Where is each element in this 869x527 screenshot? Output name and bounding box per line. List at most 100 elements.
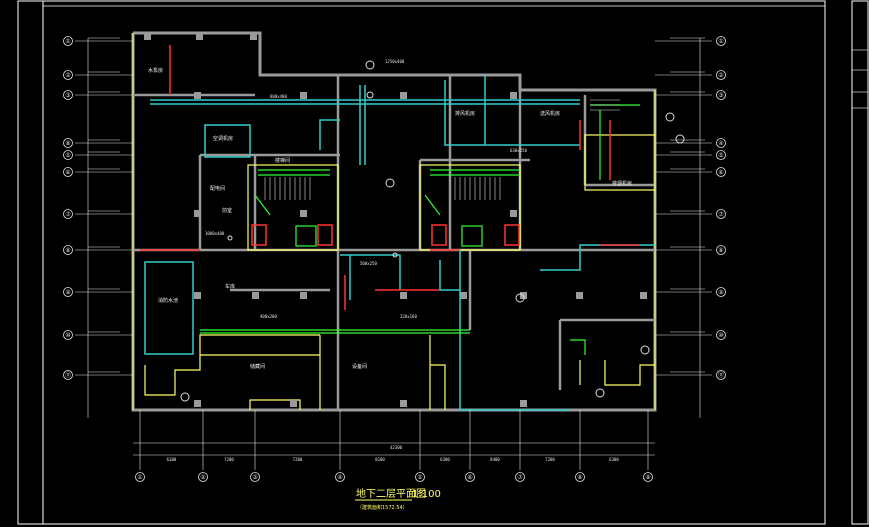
dimension-label: 7200 bbox=[293, 457, 303, 462]
axis-bubble bbox=[63, 287, 73, 297]
axis-bubble-label: ② bbox=[200, 474, 206, 481]
duct-label: 500x250 bbox=[360, 261, 377, 266]
dimension-label: 7200 bbox=[224, 457, 234, 462]
axis-bubble bbox=[63, 90, 73, 100]
axis-bubble-label: ⑧ bbox=[65, 140, 70, 147]
duct-label: 1250x400 bbox=[385, 59, 405, 64]
axis-bubble-label: ⑧ bbox=[718, 247, 723, 254]
title-block-border bbox=[851, 0, 869, 525]
axis-bubble bbox=[716, 245, 726, 255]
axis-bubble bbox=[716, 167, 726, 177]
room-label: 前室 bbox=[222, 207, 232, 214]
left-margin-border bbox=[17, 0, 44, 525]
dimension-label: 8100 bbox=[375, 457, 385, 462]
axis-bubble bbox=[135, 472, 145, 482]
dimension-label: 6300 bbox=[167, 457, 177, 462]
axis-bubble-label: ⑨ bbox=[718, 289, 723, 296]
room-labels: 水泵房 空调机房 配电间 排风机房 送风机房 楼梯间 前室 车库 消防水池 储藏… bbox=[148, 67, 632, 370]
axis-bubble-label: ③ bbox=[252, 474, 257, 481]
building-outline bbox=[131, 31, 657, 412]
axis-bubble bbox=[465, 472, 475, 482]
axis-bubble-label: ① bbox=[65, 38, 70, 45]
axis-bubble bbox=[63, 209, 73, 219]
axis-bubble-label: ③ bbox=[65, 92, 70, 99]
yellow-walls bbox=[144, 134, 656, 410]
dimension-label: 7200 bbox=[545, 457, 555, 462]
dimension-label: 6300 bbox=[609, 457, 619, 462]
room-label: 排风机房 bbox=[455, 110, 475, 117]
structural-columns bbox=[144, 33, 647, 407]
axis-bubble-label: ⑧ bbox=[65, 247, 70, 254]
axis-bubble bbox=[63, 330, 73, 340]
axis-bubble bbox=[716, 36, 726, 46]
axis-bubble-label: ④ bbox=[718, 140, 723, 147]
room-label: 车库 bbox=[225, 283, 235, 290]
axis-bubble-label: ⑦ bbox=[65, 211, 71, 218]
axis-bubble-label: ⑨ bbox=[645, 474, 650, 481]
axis-bubble-label: ① bbox=[137, 474, 142, 481]
drawing-subnote: （建筑面积1572.54） bbox=[357, 504, 408, 511]
axis-bubble-label: ④ bbox=[337, 474, 342, 481]
duct-runs bbox=[144, 75, 655, 411]
axis-bubble-label: ⑧ bbox=[577, 474, 582, 481]
axis-bubble bbox=[335, 472, 345, 482]
axis-bubble-label: ⑩ bbox=[65, 332, 70, 339]
stair-hatch bbox=[264, 99, 620, 200]
title-block-ticks bbox=[852, 49, 868, 109]
axis-bubble-label: ① bbox=[718, 38, 723, 45]
room-label: 配电间 bbox=[210, 185, 225, 192]
pipe-runs bbox=[200, 104, 640, 355]
fixture-circles bbox=[180, 60, 685, 402]
axis-bubble bbox=[63, 70, 73, 80]
room-label: 排烟机房 bbox=[612, 180, 632, 187]
total-dimension: 42300 bbox=[390, 445, 403, 450]
axis-bubble-label: ② bbox=[718, 72, 724, 79]
axis-bubble bbox=[63, 167, 73, 177]
room-label: 空调机房 bbox=[213, 135, 233, 142]
axis-bubble-label: ⑦ bbox=[718, 211, 724, 218]
room-label: 水泵房 bbox=[148, 67, 163, 74]
room-label: 储藏间 bbox=[250, 363, 265, 370]
duct-labels: 1250x400 800x400 630x250 500x250 400x200… bbox=[205, 59, 527, 319]
axis-bubble bbox=[250, 472, 260, 482]
axis-bubble bbox=[716, 287, 726, 297]
axis-bubble-label: ③ bbox=[718, 92, 723, 99]
duct-label: 1000x400 bbox=[205, 231, 225, 236]
axis-bubble-label: ⑦ bbox=[517, 474, 523, 481]
axis-bubble bbox=[716, 209, 726, 219]
axis-bubble bbox=[716, 150, 726, 160]
red-lines bbox=[140, 45, 640, 310]
axis-bubble-label: ⑪ bbox=[718, 371, 724, 379]
axis-bubble-label: ⑪ bbox=[65, 371, 71, 379]
axis-bubble bbox=[716, 70, 726, 80]
drawing-title-text: 地下二层平面图 bbox=[356, 487, 426, 500]
axis-bubble bbox=[716, 370, 726, 380]
axis-bubble-label: ⑥ bbox=[467, 474, 472, 481]
axis-bubble bbox=[716, 330, 726, 340]
axis-bubble bbox=[63, 150, 73, 160]
axis-bubble-label: ⑨ bbox=[65, 289, 70, 296]
dimension-label: 8400 bbox=[490, 457, 500, 462]
room-label: 消防水池 bbox=[158, 297, 178, 304]
axis-bubble bbox=[63, 36, 73, 46]
duct-label: 320x160 bbox=[400, 314, 417, 319]
duct-label: 630x250 bbox=[510, 148, 527, 153]
axis-bubble-label: ⑤ bbox=[718, 152, 723, 159]
room-label: 送风机房 bbox=[540, 110, 560, 117]
axis-bubble bbox=[716, 138, 726, 148]
axis-bubble bbox=[198, 472, 208, 482]
duct-label: 400x200 bbox=[260, 314, 277, 319]
axis-bubble bbox=[63, 245, 73, 255]
room-label: 楼梯间 bbox=[275, 157, 290, 164]
axis-bubble-label: ② bbox=[65, 72, 71, 79]
axis-bubble bbox=[575, 472, 585, 482]
axis-bubble bbox=[415, 472, 425, 482]
drawing-title: 地下二层平面图 1:100 （建筑面积1572.54） bbox=[355, 487, 441, 511]
axis-bubble bbox=[63, 370, 73, 380]
axis-bubble-label: ⑤ bbox=[65, 152, 70, 159]
